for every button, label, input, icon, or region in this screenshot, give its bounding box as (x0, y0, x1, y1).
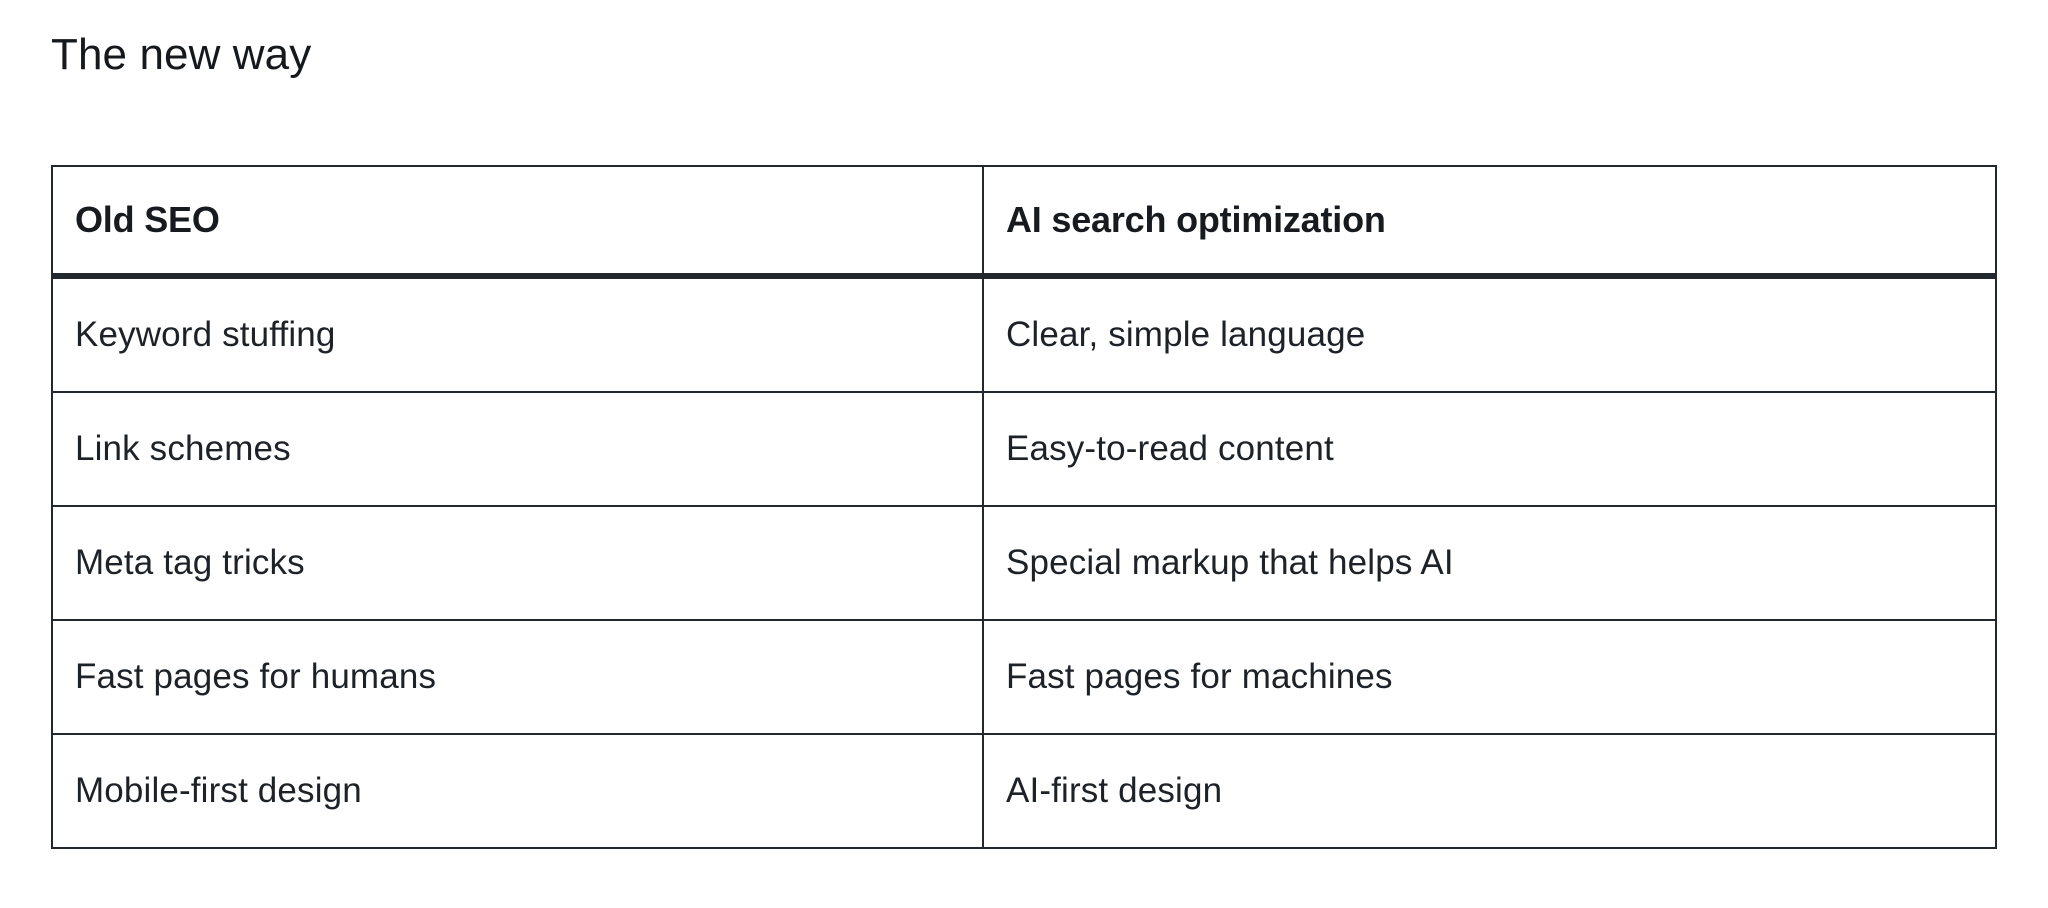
table-cell-text: Keyword stuffing (75, 315, 336, 354)
table-cell-old-seo: Link schemes (51, 391, 984, 507)
table-cell-text: Fast pages for humans (75, 657, 437, 696)
table-body: Keyword stuffing Clear, simple language … (51, 275, 1997, 849)
table-cell-text: Fast pages for machines (1006, 657, 1393, 696)
page-title: The new way (51, 30, 312, 79)
table-row: Keyword stuffing Clear, simple language (51, 275, 1997, 393)
column-header-old-seo-label: Old SEO (75, 199, 220, 240)
table-cell-ai-search-optimization: Special markup that helps AI (982, 505, 1997, 621)
table-header: Old SEO AI search optimization (51, 165, 1997, 279)
table-cell-text: Link schemes (75, 429, 291, 468)
column-header-old-seo: Old SEO (51, 165, 984, 279)
seo-comparison-table: Old SEO AI search optimization Keyword s… (51, 165, 1997, 849)
table-row: Meta tag tricks Special markup that help… (51, 505, 1997, 621)
table-row: Mobile-first design AI-first design (51, 733, 1997, 849)
table-cell-text: Easy-to-read content (1006, 429, 1334, 468)
table-cell-text: Mobile-first design (75, 771, 362, 810)
table-cell-old-seo: Meta tag tricks (51, 505, 984, 621)
column-header-ai-search-optimization: AI search optimization (982, 165, 1997, 279)
table-cell-text: Clear, simple language (1006, 315, 1366, 354)
table-cell-ai-search-optimization: Clear, simple language (982, 275, 1997, 393)
column-header-ai-search-optimization-label: AI search optimization (1006, 199, 1386, 240)
table-cell-text: Meta tag tricks (75, 543, 305, 582)
table-cell-text: Special markup that helps AI (1006, 543, 1454, 582)
table-row: Link schemes Easy-to-read content (51, 391, 1997, 507)
table-cell-old-seo: Fast pages for humans (51, 619, 984, 735)
table-cell-ai-search-optimization: Fast pages for machines (982, 619, 1997, 735)
table-cell-old-seo: Mobile-first design (51, 733, 984, 849)
table-header-row: Old SEO AI search optimization (51, 165, 1997, 279)
table-row: Fast pages for humans Fast pages for mac… (51, 619, 1997, 735)
table-cell-text: AI-first design (1006, 771, 1223, 810)
table-cell-ai-search-optimization: Easy-to-read content (982, 391, 1997, 507)
table-cell-ai-search-optimization: AI-first design (982, 733, 1997, 849)
table-cell-old-seo: Keyword stuffing (51, 275, 984, 393)
